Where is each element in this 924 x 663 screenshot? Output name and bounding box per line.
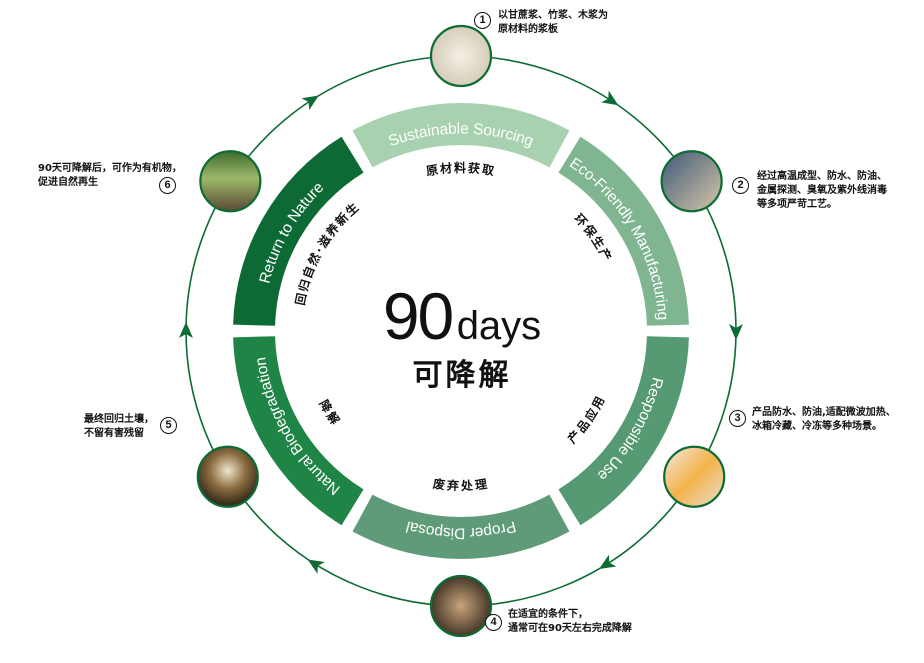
center-unit: days <box>456 304 542 348</box>
step-3-line: 冰箱冷藏、冷冻等多种场景。 <box>752 421 882 432</box>
segment-cn-label-responsible-use: 产品应用 <box>564 392 608 446</box>
cycle-arrow-icon <box>301 95 319 111</box>
segment-cn-text: 废弃处理 <box>432 476 488 493</box>
step-5-line: 不留有害残留 <box>84 428 144 439</box>
step-5-number: 5 <box>160 417 177 434</box>
pulp-board-photo <box>429 24 493 88</box>
cycle-arrow-icon <box>599 554 617 569</box>
cycle-arrow-icon <box>179 322 193 338</box>
step-3-caption: 产品防水、防油,适配微波加热、 冰箱冷藏、冷冻等多种场景。 <box>752 406 896 434</box>
step-1-line: 原材料的浆板 <box>498 24 558 35</box>
segment-cn-label-natural-biodegradation: 降解 <box>316 397 344 429</box>
segment-return-to-nature <box>233 136 364 326</box>
step-4-number: 4 <box>485 614 502 631</box>
segment-sustainable-sourcing <box>352 102 570 168</box>
step-2-line: 金属探测、臭氧及紫外线消毒 <box>757 185 887 196</box>
step-1-number: 1 <box>474 12 491 29</box>
segment-proper-disposal <box>352 494 570 559</box>
segment-cn-label-sustainable-sourcing: 原材料获取 <box>425 160 497 179</box>
segment-cn-text: 原材料获取 <box>425 160 495 179</box>
step-2-line: 经过高温成型、防水、防油、 <box>757 171 887 182</box>
segment-cn-text: 环保生产 <box>571 211 613 265</box>
step-3-number: 3 <box>729 410 746 427</box>
step-1-line: 以甘蔗浆、竹浆、木浆为 <box>498 10 608 21</box>
segment-cn-text: 降解 <box>316 397 342 429</box>
segment-cn-label-proper-disposal: 废弃处理 <box>432 476 490 493</box>
soil-return-photo <box>196 445 259 508</box>
cycle-arrow-icon <box>307 559 325 574</box>
segment-eco-friendly-manufacturing <box>558 136 689 326</box>
step-4-line: 通常可在90天左右完成降解 <box>508 623 632 634</box>
factory-production-photo <box>660 150 723 213</box>
step-1-caption: 以甘蔗浆、竹浆、木浆为 原材料的浆板 <box>498 9 608 37</box>
step-6-line: 90天可降解后，可作为有机物， <box>38 163 182 174</box>
segment-cn-text: 产品应用 <box>564 392 606 446</box>
step-5-line: 最终回归土壤， <box>84 414 154 425</box>
cycle-arrow-icon <box>729 324 743 340</box>
segment-responsible-use <box>558 336 689 526</box>
step-6-caption: 90天可降解后，可作为有机物， 促进自然再生 <box>38 162 182 190</box>
step-4-caption: 在适宜的条件下， 通常可在90天左右完成降解 <box>508 608 632 636</box>
food-container-photo <box>663 445 726 508</box>
step-6-line: 促进自然再生 <box>38 177 98 188</box>
step-4-line: 在适宜的条件下， <box>508 609 588 620</box>
segment-cn-label-eco-friendly-manufacturing: 环保生产 <box>571 211 615 265</box>
step-2-caption: 经过高温成型、防水、防油、 金属探测、臭氧及紫外线消毒 等多项严苛工艺。 <box>757 170 887 212</box>
step-2-line: 等多项严苛工艺。 <box>757 199 837 210</box>
center-number: 90 <box>382 279 454 353</box>
center-subtitle: 可降解 <box>412 358 512 393</box>
center-duration: 90 days <box>0 278 924 354</box>
step-3-line: 产品防水、防油,适配微波加热、 <box>752 407 896 418</box>
cycle-arrow-icon <box>601 90 619 106</box>
seedling-roots-photo <box>199 150 262 213</box>
degrading-products-photo <box>429 574 493 638</box>
step-6-number: 6 <box>159 177 176 194</box>
step-5-caption: 最终回归土壤， 不留有害残留 <box>84 413 154 441</box>
segment-natural-biodegradation <box>233 336 364 526</box>
cycle-arrows <box>179 90 743 574</box>
step-2-number: 2 <box>732 177 749 194</box>
